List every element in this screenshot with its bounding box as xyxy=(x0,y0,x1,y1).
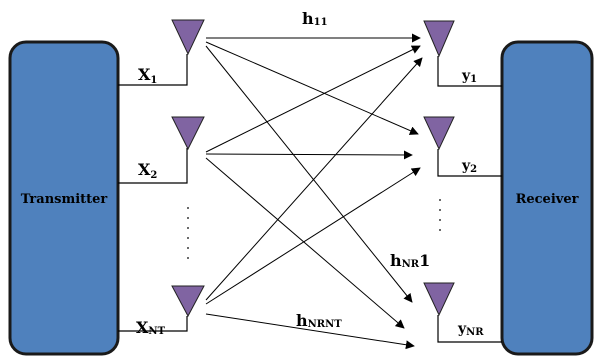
transmitter-label: Transmitter xyxy=(21,192,108,207)
transmitter-box xyxy=(8,40,120,356)
tx-antenna-1 xyxy=(171,19,205,56)
rx-feed-lines xyxy=(437,56,502,343)
channel-paths xyxy=(205,33,423,350)
rx-antenna-1 xyxy=(423,20,455,58)
path-1-2 xyxy=(205,41,419,135)
tx-ellipsis-dots xyxy=(187,207,189,259)
receiver-box xyxy=(500,40,594,356)
rx-label-2: y2 xyxy=(461,158,477,175)
tx-antenna-nt xyxy=(171,285,205,318)
tx-antenna-2 xyxy=(171,116,205,151)
channel-label-h11: h11 xyxy=(302,9,328,28)
path-2-1 xyxy=(205,45,421,153)
tx-label-1: X1 xyxy=(138,65,157,86)
rx-label-1: y1 xyxy=(461,68,477,85)
channel-label-hnrnt: hNRNT xyxy=(296,311,342,330)
channel-label-hnr1: hNR1 xyxy=(390,251,430,270)
path-nt-nr xyxy=(205,313,415,350)
rx-antenna-2 xyxy=(423,116,455,151)
path-nt-1 xyxy=(205,57,423,301)
tx-label-nt: XNT xyxy=(136,318,166,337)
path-2-nr xyxy=(205,157,405,329)
tx-label-2: X2 xyxy=(138,160,157,181)
rx-label-nr: yNR xyxy=(457,321,484,338)
receiver-label: Receiver xyxy=(516,192,579,207)
path-nt-2 xyxy=(205,167,421,305)
path-1-nr xyxy=(205,45,413,303)
rx-antenna-nr xyxy=(423,282,455,317)
path-2-2 xyxy=(205,150,413,160)
rx-ellipsis-dots xyxy=(439,199,441,231)
tx-feed-lines xyxy=(118,54,188,332)
